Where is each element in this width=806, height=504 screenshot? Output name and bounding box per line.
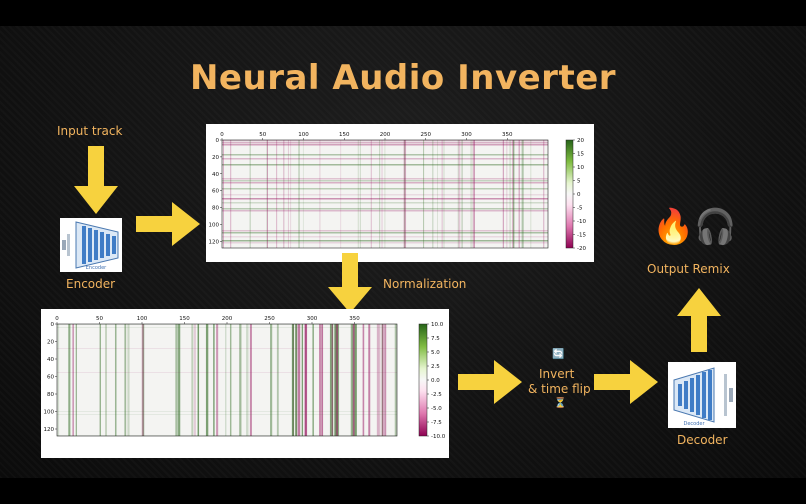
- x-tick-label: 250: [264, 316, 275, 322]
- colorbar-tick-label: -5: [577, 206, 583, 212]
- encoder-caption: Encoder: [86, 265, 107, 271]
- y-tick-label: 80: [47, 392, 54, 398]
- refresh-icon: 🔄: [552, 349, 565, 360]
- y-tick-label: 120: [44, 427, 55, 433]
- x-tick-label: 350: [349, 316, 360, 322]
- x-tick-label: 200: [380, 132, 391, 138]
- x-tick-label: 200: [222, 316, 233, 322]
- heatmap-area: [57, 324, 397, 436]
- x-tick-label: 100: [298, 132, 309, 138]
- colorbar-tick-label: -10.0: [431, 434, 446, 440]
- arrow-right-to-decoder: [594, 360, 658, 404]
- colorbar-tick-label: -5.0: [431, 406, 442, 412]
- time-flip-label: & time flip: [528, 382, 591, 396]
- page-title: Neural Audio Inverter: [189, 58, 617, 98]
- colorbar-tick-label: 20: [577, 138, 584, 144]
- decoder-caption: Decoder: [683, 421, 705, 427]
- colorbar-tick-label: 10.0: [431, 322, 444, 328]
- heatmap-area: [222, 140, 548, 248]
- y-tick-label: 0: [51, 322, 55, 328]
- arrow-down-normalization: [328, 253, 372, 313]
- colorbar: [565, 139, 574, 249]
- colorbar-tick-label: 7.5: [431, 336, 440, 342]
- colorbar-tick-label: 5.0: [431, 350, 440, 356]
- y-tick-label: 20: [47, 340, 54, 346]
- decoder-diagram: Decoder: [668, 362, 736, 428]
- output-remix-label: Output Remix: [647, 262, 730, 276]
- input-track-label: Input track: [57, 124, 123, 138]
- colorbar-tick-label: 10: [577, 165, 584, 171]
- colorbar-tick-label: 0.0: [431, 378, 440, 384]
- colorbar-tick-label: -10: [577, 219, 586, 225]
- x-tick-label: 150: [339, 132, 350, 138]
- fire-icon: 🔥: [652, 207, 695, 247]
- x-tick-label: 50: [96, 316, 103, 322]
- y-tick-label: 120: [209, 239, 220, 245]
- y-tick-label: 20: [212, 155, 219, 161]
- normalized-heatmap-panel: 0 50 100 150 200 250 300 350 0 20 40 60 80 100 120 10.0…: [41, 309, 449, 458]
- encoder-diagram: Encoder: [60, 218, 122, 272]
- x-tick-label: 50: [259, 132, 266, 138]
- colorbar-tick-label: 5: [577, 179, 581, 185]
- arrow-down-to-encoder: [74, 146, 118, 214]
- x-tick-label: 100: [137, 316, 148, 322]
- y-tick-label: 80: [212, 206, 219, 212]
- hourglass-icon: ⏳: [554, 398, 567, 409]
- y-tick-label: 0: [216, 138, 220, 144]
- heatmap-texture: [57, 324, 397, 436]
- colorbar-tick-label: 0: [577, 192, 581, 198]
- colorbar-tick-label: -2.5: [431, 392, 442, 398]
- x-tick-label: 0: [55, 316, 59, 322]
- x-tick-label: 250: [421, 132, 432, 138]
- normalization-label: Normalization: [383, 277, 467, 291]
- y-tick-label: 40: [212, 172, 219, 178]
- heatmap-texture: [222, 140, 548, 248]
- x-tick-label: 300: [461, 132, 472, 138]
- x-tick-label: 0: [220, 132, 224, 138]
- y-tick-label: 100: [44, 410, 55, 416]
- arrow-right-to-invert: [458, 360, 522, 404]
- x-tick-label: 300: [307, 316, 318, 322]
- x-tick-label: 150: [179, 316, 190, 322]
- arrow-up-to-output: [677, 288, 721, 352]
- encoder-label: Encoder: [66, 277, 116, 291]
- colorbar-tick-label: -20: [577, 246, 586, 252]
- x-tick-label: 350: [502, 132, 513, 138]
- colorbar-tick-label: -7.5: [431, 420, 442, 426]
- y-tick-label: 40: [47, 357, 54, 363]
- y-tick-label: 60: [212, 189, 219, 195]
- y-tick-label: 60: [47, 375, 54, 381]
- normalized-heatmap: 0 50 100 150 200 250 300 350 0 20 40 60 80 100 120 10.0…: [44, 316, 446, 440]
- colorbar-tick-label: 15: [577, 152, 584, 158]
- colorbar-tick-label: -15: [577, 233, 586, 239]
- headphones-icon: 🎧: [694, 207, 737, 247]
- colorbar: [418, 323, 428, 437]
- y-tick-label: 100: [209, 222, 220, 228]
- invert-label: Invert: [539, 367, 575, 381]
- colorbar-tick-label: 2.5: [431, 364, 440, 370]
- decoder-label: Decoder: [677, 433, 728, 447]
- arrow-right-to-heatmap: [136, 202, 200, 246]
